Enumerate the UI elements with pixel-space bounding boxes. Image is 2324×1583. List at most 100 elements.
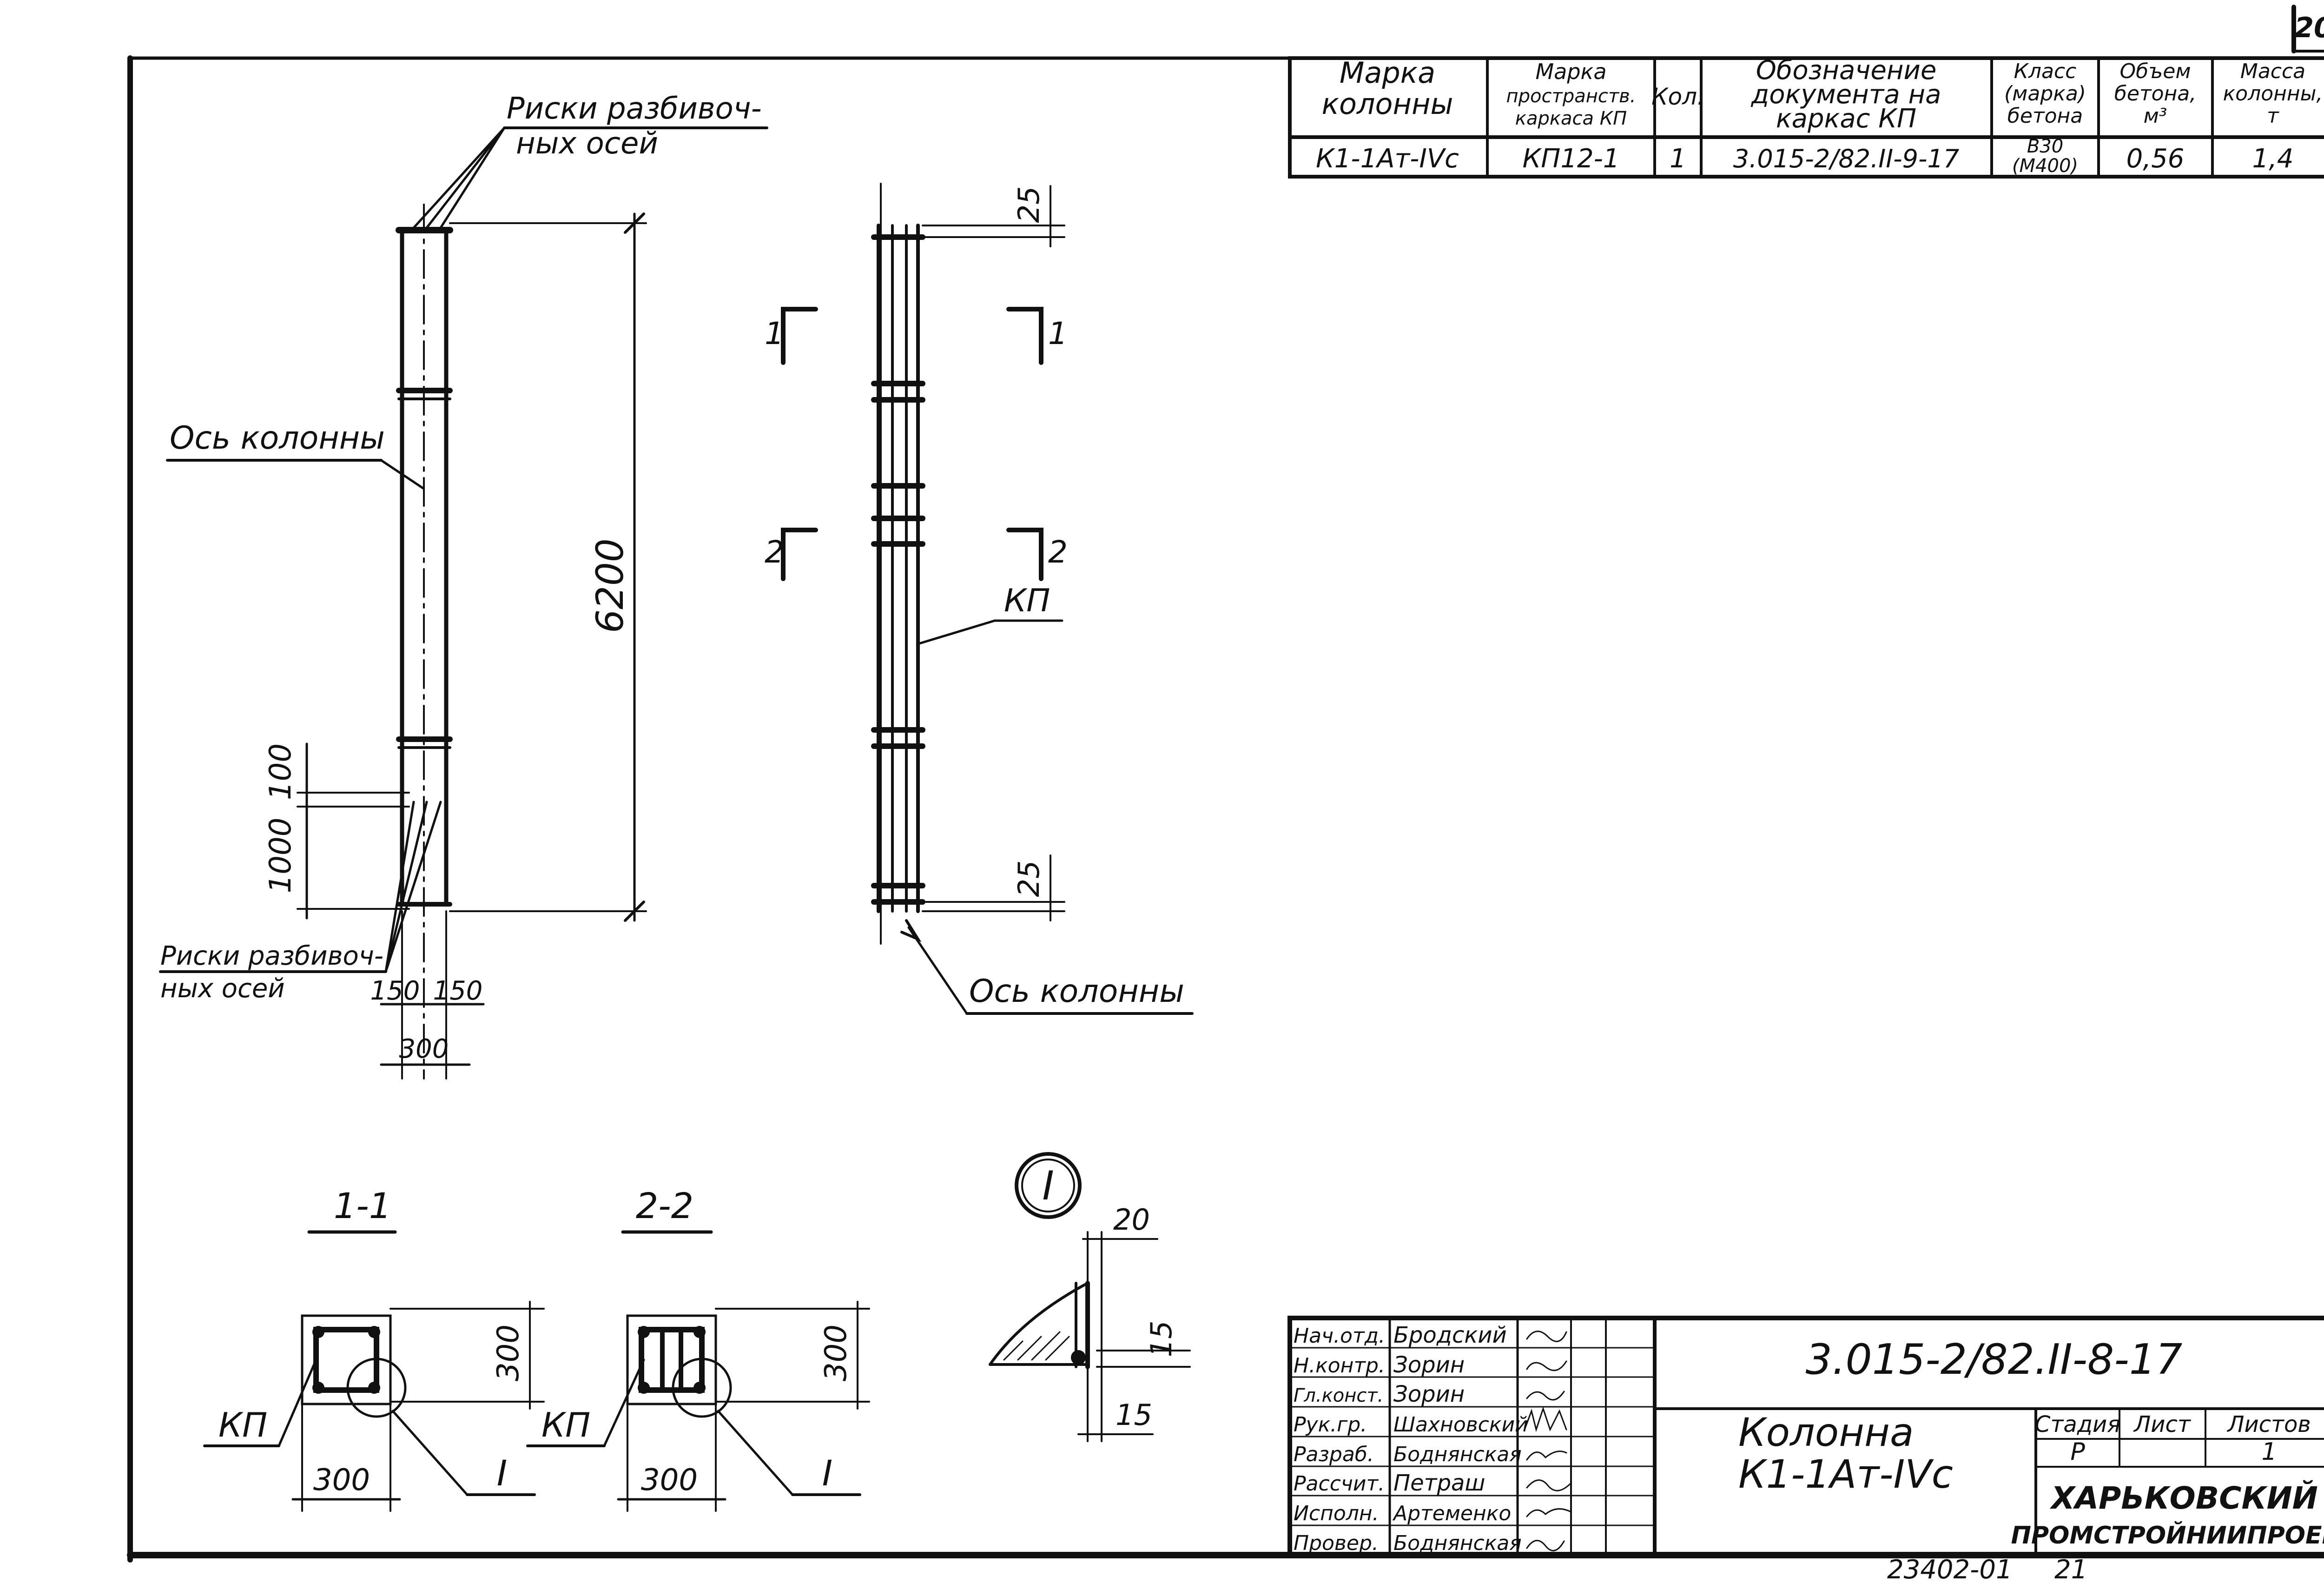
section-1-1: 1-1 300 300 КП I: [203, 1185, 545, 1512]
role-3: Рук.гр.: [1294, 1413, 1367, 1437]
title-block: Нач.отд. Бродский Н.контр. Зорин Гл.конс…: [1287, 1316, 2324, 1557]
th-vol-1: Объем: [2119, 60, 2191, 83]
dim-height: 6200: [588, 538, 632, 633]
th-mass-1: Масса: [2240, 60, 2305, 83]
dim-100: 100: [264, 743, 298, 800]
detail-dim-15a: 15: [1144, 1321, 1178, 1358]
risks-bottom-line1: Риски разбивоч-: [160, 941, 383, 971]
risks-top-line1: Риски разбивоч-: [507, 92, 762, 126]
name-1: Зорин: [1393, 1352, 1465, 1378]
th-mark-1: Марка: [1340, 56, 1435, 90]
section-1-title: 1-1: [334, 1185, 391, 1226]
detail-dim-15b: 15: [1116, 1398, 1152, 1432]
dim-25-top: 25: [1012, 186, 1046, 223]
detail-mark: I: [1042, 1163, 1054, 1209]
role-1: Н.контр.: [1294, 1354, 1385, 1378]
th-mass-3: т: [2267, 104, 2279, 128]
section-2-title: 2-2: [636, 1185, 693, 1226]
cut-2-right-label: 2: [1048, 534, 1068, 570]
cut-mark-1-right: [1006, 307, 1043, 365]
name-5: Петраш: [1393, 1470, 1485, 1496]
section-1-kp: КП: [218, 1405, 267, 1444]
dim-150-right: 150: [433, 976, 483, 1006]
axis-label-left: Ось колонны: [170, 420, 385, 457]
org-line1: ХАРЬКОВСКИЙ: [2049, 1480, 2318, 1516]
td-volume: 0,56: [2126, 144, 2185, 174]
item-name-line2: К1-1Ат-IVс: [1738, 1451, 1953, 1497]
name-3: Шахновский: [1393, 1413, 1528, 1437]
th-frame-1: Марка: [1535, 59, 1606, 84]
th-class-3: бетона: [2007, 104, 2083, 128]
bottom-ref: 23402-01: [1887, 1555, 2013, 1583]
sheet-label: Лист: [2133, 1411, 2192, 1437]
signatures: [1524, 1331, 1572, 1551]
section-1-height: 300: [491, 1325, 526, 1381]
cut-2-left-label: 2: [765, 534, 784, 570]
dim-25-bottom: 25: [1012, 861, 1046, 897]
section-2-width: 300: [641, 1463, 698, 1497]
th-qty: Кол.: [1651, 83, 1704, 110]
sheet-number-box: 20: [2291, 5, 2324, 53]
section-2-height: 300: [819, 1325, 853, 1381]
doc-code: 3.015-2/82.II-8-17: [1806, 1335, 2183, 1384]
bottom-ref-2: 21: [2054, 1555, 2087, 1583]
item-name-line1: Колонна: [1738, 1410, 1914, 1455]
column-elevation: Риски разбивоч- ных осей Ось колонны 620…: [159, 92, 768, 1080]
sheets-value: 1: [2261, 1438, 2277, 1466]
dim-300: 300: [399, 1034, 449, 1064]
td-mass: 1,4: [2252, 144, 2293, 174]
section-2-detail: I: [822, 1452, 832, 1494]
role-6: Исполн.: [1294, 1502, 1379, 1525]
role-5: Рассчит.: [1294, 1472, 1385, 1496]
th-doc-1: Обозначение: [1756, 55, 1937, 86]
th-doc-2: документа на: [1751, 79, 1941, 110]
sheet-number: 20: [2294, 12, 2324, 44]
cut-mark-2-right: [1006, 528, 1043, 581]
name-2: Зорин: [1393, 1381, 1465, 1407]
th-vol-2: бетона,: [2114, 82, 2196, 106]
kp-label-frame: КП: [1004, 583, 1050, 619]
role-7: Провер.: [1294, 1531, 1379, 1555]
section-1-width: 300: [313, 1463, 370, 1497]
detail-dim-20: 20: [1113, 1203, 1150, 1237]
stage-label: Стадия: [2035, 1411, 2120, 1437]
detail-i: I 20 15 15: [989, 1152, 1191, 1442]
stage-value: Р: [2070, 1438, 2085, 1466]
cut-mark-2-left: [781, 528, 818, 581]
th-class-2: (марка): [2004, 82, 2086, 106]
th-mass-2: колонны,: [2223, 82, 2323, 106]
cut-1-right-label: 1: [1048, 316, 1068, 351]
th-mark-2: колонны: [1322, 87, 1453, 121]
td-class-2: (М400): [2012, 155, 2078, 177]
th-frame-3: каркаса КП: [1515, 108, 1627, 129]
td-mark: К1-1Ат-IVс: [1316, 144, 1459, 174]
td-class-1: В30: [2027, 136, 2063, 157]
risks-top-line2: ных осей: [516, 126, 658, 161]
section-2-kp: КП: [541, 1405, 590, 1444]
th-frame-2: пространств.: [1506, 86, 1636, 107]
th-doc-3: каркас КП: [1776, 104, 1916, 134]
td-qty: 1: [1670, 144, 1686, 174]
risks-bottom-line2: ных осей: [160, 974, 285, 1004]
cut-mark-1-left: [781, 307, 818, 365]
spec-table: Марка колонны Марка пространств. каркаса…: [1288, 55, 2324, 179]
name-6: Артеменко: [1392, 1502, 1511, 1525]
name-4: Боднянская: [1393, 1443, 1522, 1466]
role-4: Разраб.: [1294, 1443, 1374, 1466]
th-vol-3: м³: [2144, 104, 2167, 128]
td-frame: КП12-1: [1523, 144, 1620, 174]
name-7: Боднянская: [1393, 1531, 1522, 1555]
th-class-1: Класс: [2014, 60, 2077, 83]
td-doc: 3.015-2/82.II-9-17: [1733, 144, 1959, 173]
name-0: Бродский: [1393, 1322, 1507, 1348]
frame-view: 25 25 1 1 2 2 КП Ось колонны: [765, 183, 1194, 1015]
role-0: Нач.отд.: [1294, 1324, 1385, 1348]
org-line2: ПРОМСТРОЙНИИПРОЕКТ: [2011, 1521, 2324, 1550]
dim-150-left: 150: [370, 976, 420, 1006]
dim-1000: 1000: [264, 818, 298, 894]
axis-label-right: Ось колонны: [969, 973, 1184, 1010]
section-1-detail: I: [497, 1452, 507, 1494]
role-2: Гл.конст.: [1294, 1385, 1383, 1406]
sheets-label: Листов: [2226, 1411, 2311, 1437]
